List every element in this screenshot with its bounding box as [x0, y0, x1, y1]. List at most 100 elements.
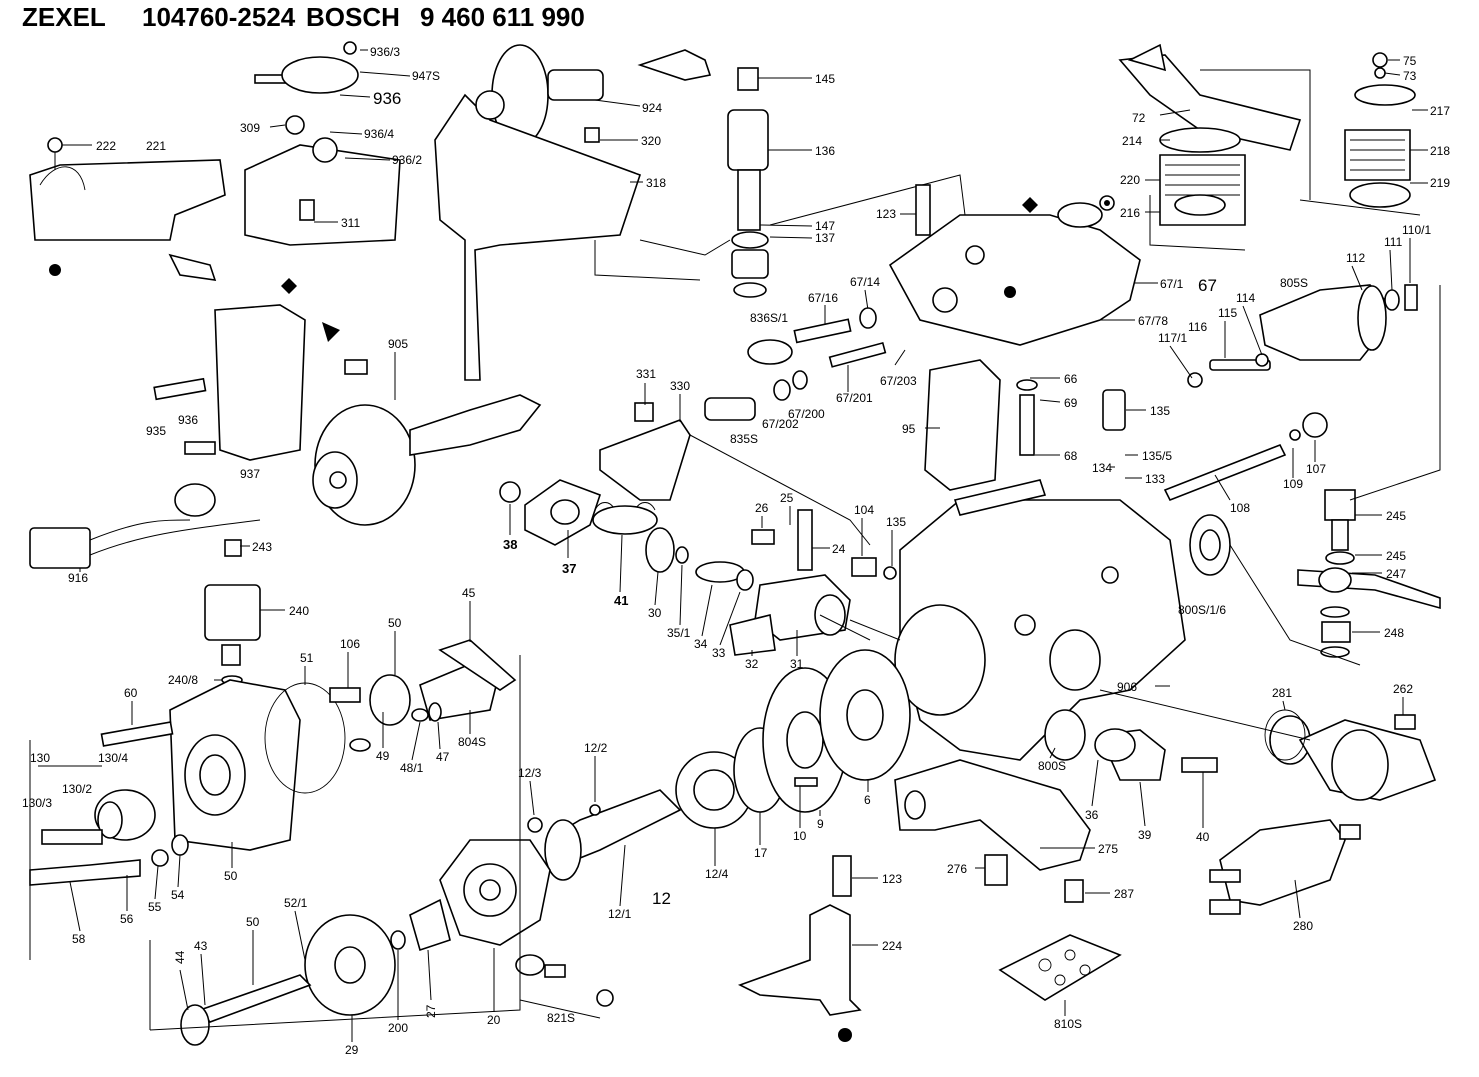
label-800s: 800S	[1038, 759, 1066, 773]
brand-bosch: BOSCH	[306, 2, 400, 32]
label-67-203: 67/203	[880, 374, 917, 388]
part-labels: 222 221 936/3 947S 936 309 936/4 936/2 3…	[22, 45, 1450, 1057]
label-20: 20	[487, 1013, 501, 1027]
label-56: 56	[120, 912, 134, 926]
label-216: 216	[1120, 206, 1140, 220]
label-906: 906	[1117, 680, 1137, 694]
label-51: 51	[300, 651, 314, 665]
solenoid-136	[637, 49, 769, 298]
label-55: 55	[148, 900, 162, 914]
label-30: 30	[648, 606, 662, 620]
label-12-1: 12/1	[608, 907, 632, 921]
label-309: 309	[240, 121, 260, 135]
label-60: 60	[124, 686, 138, 700]
label-318: 318	[646, 176, 666, 190]
label-133: 133	[1145, 472, 1165, 486]
brand-zexel: ZEXEL	[22, 2, 106, 32]
label-106: 106	[340, 637, 360, 651]
label-67: 67	[1198, 276, 1217, 295]
label-68: 68	[1064, 449, 1078, 463]
label-130: 130	[30, 751, 50, 765]
label-245-lower: 245	[1386, 549, 1406, 563]
label-67-78: 67/78	[1138, 314, 1168, 328]
hydraulic-head-50	[29, 639, 517, 886]
label-214: 214	[1122, 134, 1142, 148]
label-67-201: 67/201	[836, 391, 873, 405]
label-67-14: 67/14	[850, 275, 880, 289]
bracket-221	[29, 137, 226, 281]
label-6: 6	[864, 793, 871, 807]
label-45: 45	[462, 586, 476, 600]
label-32: 32	[745, 657, 759, 671]
label-218: 218	[1430, 144, 1450, 158]
label-135-upper: 135	[1150, 404, 1170, 418]
label-109: 109	[1283, 477, 1303, 491]
label-147: 147	[815, 219, 835, 233]
label-287: 287	[1114, 887, 1134, 901]
label-800s-1-6: 800S/1/6	[1178, 603, 1226, 617]
label-33: 33	[712, 646, 726, 660]
stop-solenoid-280	[1209, 714, 1437, 915]
label-67-1: 67/1	[1160, 277, 1184, 291]
label-145: 145	[815, 72, 835, 86]
label-916: 916	[68, 571, 88, 585]
label-247: 247	[1386, 567, 1406, 581]
label-12-3: 12/3	[518, 766, 542, 780]
plunger-95	[924, 359, 1126, 516]
label-810s: 810S	[1054, 1017, 1082, 1031]
label-35-1: 35/1	[667, 626, 691, 640]
label-12-4: 12/4	[705, 867, 729, 881]
label-108: 108	[1230, 501, 1250, 515]
zexel-part-number: 104760-2524	[142, 2, 296, 32]
label-262: 262	[1393, 682, 1413, 696]
label-29: 29	[345, 1043, 359, 1057]
label-905: 905	[388, 337, 408, 351]
label-804s: 804S	[458, 735, 486, 749]
label-48-1: 48/1	[400, 761, 424, 775]
label-75: 75	[1403, 54, 1417, 68]
label-111: 111	[1384, 235, 1403, 249]
bosch-part-number: 9 460 611 990	[420, 2, 585, 32]
sensor-936-group	[244, 41, 401, 294]
label-135-5: 135/5	[1142, 449, 1172, 463]
label-69: 69	[1064, 396, 1078, 410]
spring-assembly-37-41	[499, 402, 897, 656]
label-52-1: 52/1	[284, 896, 308, 910]
label-947s: 947S	[412, 69, 440, 83]
label-31: 31	[790, 657, 804, 671]
label-47: 47	[436, 750, 450, 764]
label-924: 924	[642, 101, 662, 115]
label-58: 58	[72, 932, 86, 946]
label-243: 243	[252, 540, 272, 554]
label-805s: 805S	[1280, 276, 1308, 290]
actuator-924-bracket-318	[434, 44, 642, 381]
label-331: 331	[636, 367, 656, 381]
label-245-upper: 245	[1386, 509, 1406, 523]
label-17: 17	[754, 846, 768, 860]
label-plate-810s	[998, 934, 1122, 1001]
label-110-1: 110/1	[1402, 223, 1431, 237]
bracket-224	[737, 855, 862, 1042]
label-123-top: 123	[876, 207, 896, 221]
label-135-lower: 135	[886, 515, 906, 529]
label-112: 112	[1346, 251, 1365, 265]
label-116: 116	[1188, 320, 1207, 334]
label-39: 39	[1138, 828, 1152, 842]
label-50-middle: 50	[224, 869, 238, 883]
label-50-lower: 50	[246, 915, 260, 929]
label-936-3: 936/3	[370, 45, 400, 59]
label-222: 222	[96, 139, 116, 153]
label-67-202: 67/202	[762, 417, 799, 431]
label-130-4: 130/4	[98, 751, 128, 765]
label-281: 281	[1272, 686, 1292, 700]
label-936-2: 936/2	[392, 153, 422, 167]
label-821s: 821S	[547, 1011, 575, 1025]
label-136: 136	[815, 144, 835, 158]
label-134: 134	[1092, 461, 1112, 475]
lever-springs-214-218-220	[1118, 43, 1416, 226]
label-9: 9	[817, 817, 824, 831]
label-936-lower: 936	[178, 413, 198, 427]
label-937: 937	[240, 467, 260, 481]
label-115: 115	[1218, 306, 1237, 320]
